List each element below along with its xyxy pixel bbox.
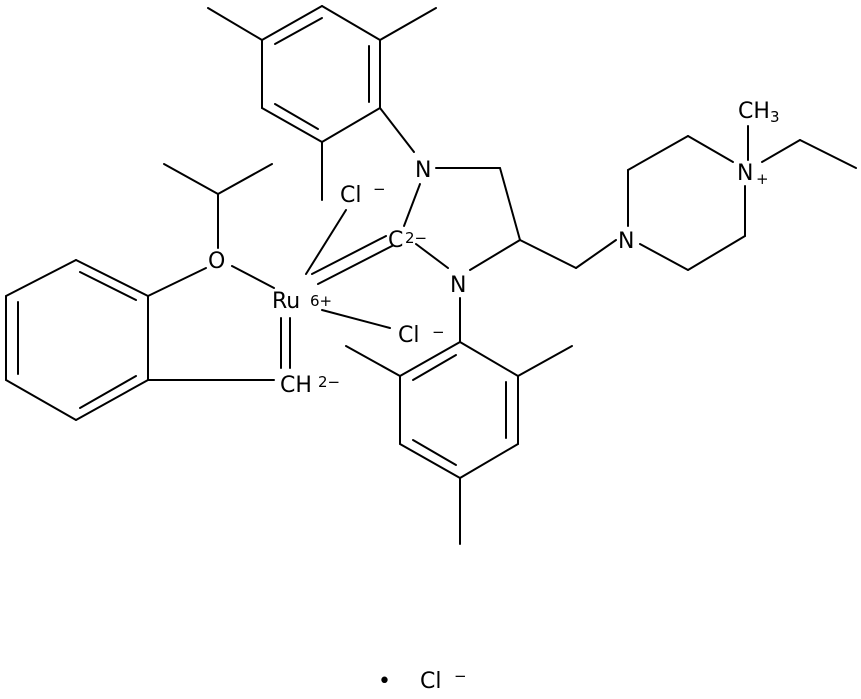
isopropoxy-benzene-bonds (5, 163, 275, 421)
atom-n-quaternary: N (737, 161, 753, 186)
atom-benzylidene-ch: CH (280, 373, 312, 398)
methyl-subscript: 3 (770, 108, 780, 126)
piperazine-bonds (627, 125, 857, 271)
atom-n-top: N (415, 158, 431, 183)
atom-carbene-charge: 2− (405, 229, 427, 247)
methyl-ch: CH (738, 99, 770, 124)
atom-n-quaternary-charge: + (756, 170, 769, 188)
counterion-bullet: • (378, 669, 391, 694)
imidazolidine-bonds (403, 167, 521, 271)
atom-oxygen: O (208, 249, 225, 274)
bottom-mesityl-bonds (345, 297, 573, 545)
atom-chloride-2: Cl (398, 323, 419, 348)
atom-ruthenium-charge: 6+ (310, 292, 332, 310)
atom-chloride-2-charge: − (432, 323, 445, 341)
ruthenium-bonds (231, 209, 393, 369)
atom-ruthenium: Ru (272, 289, 300, 314)
atom-n-bottom: N (450, 273, 466, 298)
counterion-charge: − (454, 667, 467, 685)
atom-chloride-1-charge: − (373, 180, 386, 198)
atom-n-piperazine: N (618, 229, 634, 254)
top-mesityl-bonds (207, 5, 437, 201)
atom-chloride-1: Cl (340, 183, 361, 208)
atom-benzylidene-charge: 2− (318, 373, 340, 391)
counterion-chloride: Cl (420, 669, 441, 694)
linker-bonds (519, 239, 617, 269)
atom-carbene-c: C (388, 228, 403, 253)
